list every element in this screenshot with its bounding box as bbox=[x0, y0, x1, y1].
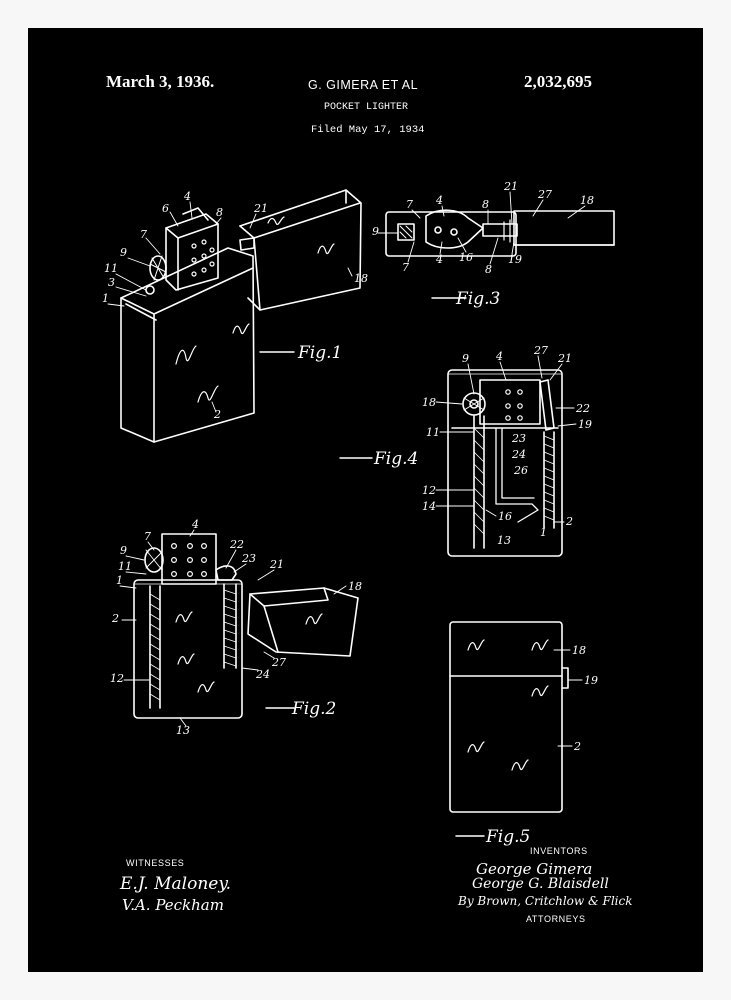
svg-text:7: 7 bbox=[140, 228, 147, 241]
svg-text:11: 11 bbox=[426, 426, 440, 439]
svg-text:21: 21 bbox=[557, 352, 572, 365]
svg-text:2: 2 bbox=[573, 740, 581, 753]
fig-3-label: Fig.3 bbox=[455, 289, 500, 309]
blueprint-sheet: March 3, 1936. G. GIMERA ET AL 2,032,695… bbox=[28, 28, 703, 972]
figure-5-drawing: Fig.5 18 19 2 bbox=[449, 621, 598, 847]
figure-3-drawing: Fig.3 7 4 8 21 27 18 9 7 4 16 8 19 bbox=[372, 180, 615, 309]
svg-text:8: 8 bbox=[216, 206, 223, 219]
svg-text:6: 6 bbox=[162, 202, 169, 215]
svg-text:23: 23 bbox=[241, 552, 256, 565]
svg-text:13: 13 bbox=[497, 534, 511, 547]
svg-text:21: 21 bbox=[503, 180, 518, 193]
svg-text:18: 18 bbox=[348, 580, 362, 593]
svg-text:4: 4 bbox=[183, 190, 191, 203]
svg-text:24: 24 bbox=[511, 448, 526, 461]
svg-text:12: 12 bbox=[422, 484, 436, 497]
svg-text:22: 22 bbox=[575, 402, 590, 415]
svg-text:1: 1 bbox=[540, 526, 547, 539]
svg-text:24: 24 bbox=[255, 668, 270, 681]
svg-text:27: 27 bbox=[271, 656, 286, 669]
svg-text:1: 1 bbox=[116, 574, 123, 587]
svg-text:4: 4 bbox=[191, 518, 199, 531]
patent-inventor-title: G. GIMERA ET AL bbox=[308, 78, 419, 92]
inventor-signature-1: George Gimera bbox=[476, 860, 593, 878]
svg-text:19: 19 bbox=[584, 674, 598, 687]
svg-text:7: 7 bbox=[402, 261, 409, 274]
attorneys-label: ATTORNEYS bbox=[526, 914, 586, 924]
svg-text:8: 8 bbox=[485, 263, 492, 276]
svg-text:4: 4 bbox=[495, 350, 503, 363]
svg-text:21: 21 bbox=[269, 558, 284, 571]
svg-text:2: 2 bbox=[565, 515, 573, 528]
svg-text:18: 18 bbox=[580, 194, 594, 207]
svg-text:16: 16 bbox=[498, 510, 512, 523]
svg-text:8: 8 bbox=[482, 198, 489, 211]
svg-text:9: 9 bbox=[372, 225, 379, 238]
svg-text:19: 19 bbox=[578, 418, 592, 431]
svg-text:2: 2 bbox=[213, 408, 221, 421]
witness-signature-1: E.J. Maloney. bbox=[120, 874, 232, 894]
svg-text:21: 21 bbox=[253, 202, 268, 215]
svg-text:23: 23 bbox=[511, 432, 526, 445]
svg-text:12: 12 bbox=[110, 672, 124, 685]
svg-text:11: 11 bbox=[104, 262, 118, 275]
svg-text:18: 18 bbox=[572, 644, 586, 657]
attorney-signature: By Brown, Critchlow & Flick bbox=[458, 894, 633, 908]
svg-text:13: 13 bbox=[176, 724, 190, 737]
svg-text:22: 22 bbox=[229, 538, 244, 551]
svg-text:7: 7 bbox=[144, 530, 151, 543]
inventor-signature-2: George G. Blaisdell bbox=[472, 876, 609, 892]
svg-text:7: 7 bbox=[406, 198, 413, 211]
svg-text:14: 14 bbox=[422, 500, 436, 513]
filed-date: Filed May 17, 1934 bbox=[311, 124, 425, 136]
figure-4-drawing: Fig.4 9 4 27 21 18 22 11 23 19 24 26 12 14 16 2 13… bbox=[339, 344, 592, 557]
svg-text:26: 26 bbox=[513, 464, 528, 477]
witness-signature-2: V.A. Peckham bbox=[122, 896, 224, 914]
witnesses-label: WITNESSES bbox=[126, 858, 185, 868]
svg-text:16: 16 bbox=[459, 251, 473, 264]
svg-text:3: 3 bbox=[108, 276, 115, 289]
svg-text:4: 4 bbox=[435, 253, 443, 266]
svg-text:2: 2 bbox=[111, 612, 119, 625]
svg-text:27: 27 bbox=[533, 344, 548, 357]
fig-5-label: Fig.5 bbox=[485, 827, 530, 847]
fig-2-label: Fig.2 bbox=[291, 699, 336, 719]
svg-text:9: 9 bbox=[120, 246, 127, 259]
svg-text:1: 1 bbox=[102, 292, 109, 305]
svg-text:27: 27 bbox=[537, 188, 552, 201]
patent-subtitle: POCKET LIGHTER bbox=[324, 102, 409, 113]
svg-text:19: 19 bbox=[508, 253, 522, 266]
svg-text:9: 9 bbox=[462, 352, 469, 365]
svg-text:18: 18 bbox=[354, 272, 368, 285]
svg-text:18: 18 bbox=[422, 396, 436, 409]
svg-text:11: 11 bbox=[118, 560, 132, 573]
fig-4-label: Fig.4 bbox=[373, 449, 418, 469]
patent-date: March 3, 1936. bbox=[106, 72, 215, 91]
svg-text:9: 9 bbox=[120, 544, 127, 557]
fig-1-label: Fig.1 bbox=[297, 343, 342, 363]
svg-text:4: 4 bbox=[435, 194, 443, 207]
patent-number: 2,032,695 bbox=[524, 72, 592, 91]
inventors-label: INVENTORS bbox=[530, 846, 588, 856]
